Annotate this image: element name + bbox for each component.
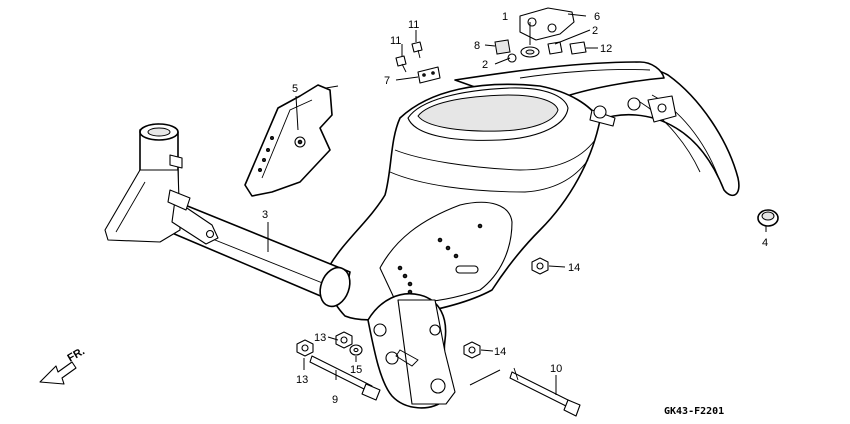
callout-15: 15 [350, 364, 362, 376]
frame-body [327, 61, 740, 321]
plate-part-7 [417, 66, 441, 84]
rubber-cap [757, 209, 779, 227]
nut-part-13 [296, 331, 353, 357]
callout-2-top: 2 [592, 25, 598, 37]
callout-2-lower: 2 [482, 59, 488, 71]
callout-11-right: 11 [408, 19, 419, 31]
upper-bracket-cluster [507, 7, 587, 63]
callout-13-lower: 13 [296, 374, 308, 386]
direction-label: FR. [66, 345, 87, 364]
screw-part-11 [395, 41, 423, 73]
callout-12: 12 [600, 43, 612, 55]
front-direction-indicator: FR. [39, 345, 87, 385]
frame-rivet-holes [397, 223, 483, 295]
callout-7: 7 [384, 75, 390, 87]
callout-11-left: 11 [390, 35, 401, 47]
diagram-code: GK43-F2201 [664, 406, 724, 417]
bolt-part-9 [309, 355, 381, 401]
washer-part-15 [349, 344, 363, 356]
pad-part-8 [494, 39, 511, 55]
callout-labels: 1 2 2 3 4 5 6 7 8 9 10 11 11 12 13 13 14… [262, 11, 768, 406]
nut-part-14 [463, 257, 549, 359]
engine-hanger-bracket [367, 293, 456, 409]
callout-9: 9 [332, 394, 338, 406]
bolt-part-10 [509, 367, 581, 417]
callout-10: 10 [550, 363, 562, 375]
leader-lines [267, 13, 767, 395]
callout-5: 5 [292, 83, 298, 95]
callout-14-lower: 14 [494, 346, 506, 358]
callout-8: 8 [474, 40, 480, 52]
callout-13-upper: 13 [314, 332, 326, 344]
side-bracket-plate [244, 84, 339, 197]
callout-4: 4 [762, 237, 768, 249]
down-tube-assembly [104, 123, 351, 308]
callout-3: 3 [262, 209, 268, 221]
callout-6: 6 [594, 11, 600, 23]
callout-14-right: 14 [568, 262, 580, 274]
front-arrow-icon [39, 361, 77, 385]
callout-1: 1 [502, 11, 508, 23]
